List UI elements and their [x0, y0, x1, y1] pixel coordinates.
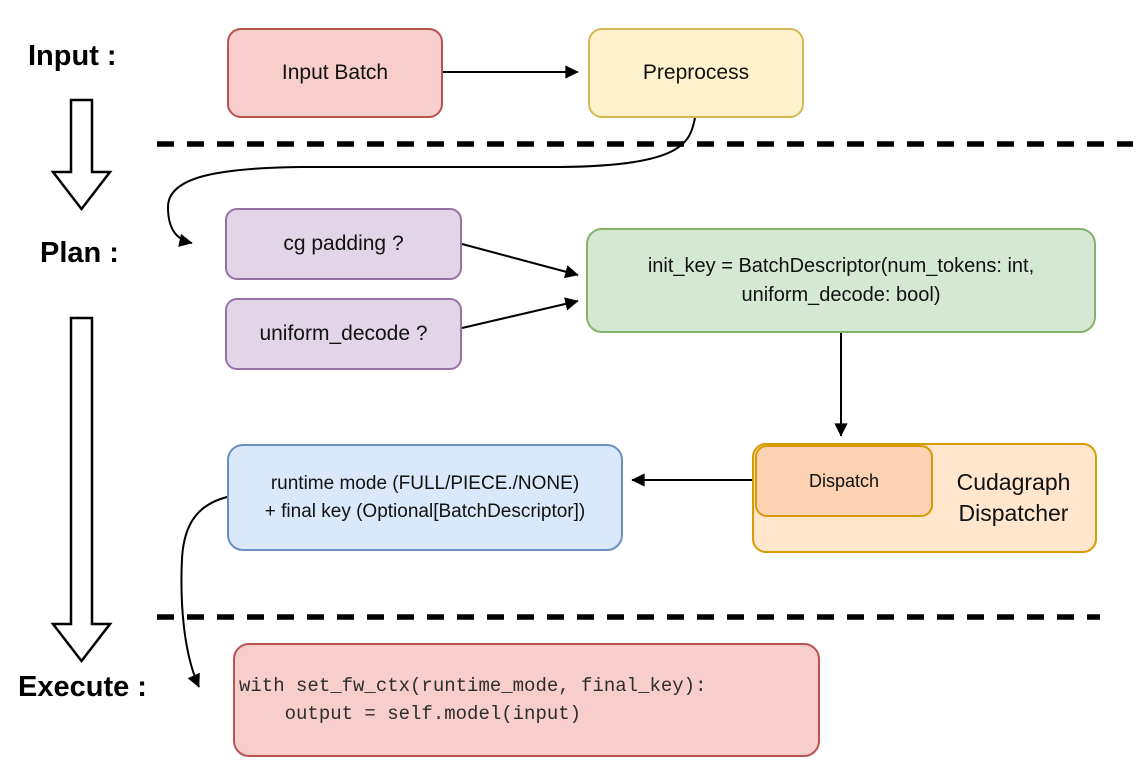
execute-code-line2: output = self.model(input)	[239, 703, 582, 725]
stage-label-input: Input :	[28, 40, 117, 72]
curve-runtimemode-to-execute	[180, 496, 228, 688]
preprocess-node: Preprocess	[588, 28, 804, 118]
cg-padding-node: cg padding ?	[225, 208, 462, 280]
init-key-line1: init_key = BatchDescriptor(num_tokens: i…	[647, 254, 1035, 277]
cudagraph-label-line2: Dispatcher	[958, 500, 1069, 526]
dispatch-label: Dispatch	[808, 470, 880, 491]
dispatch-node: Dispatch	[755, 445, 933, 517]
preprocess-label: Preprocess	[642, 61, 750, 84]
runtime-mode-line1: runtime mode (FULL/PIECE./NONE)	[270, 472, 580, 494]
input-batch-node: Input Batch	[227, 28, 443, 118]
stage-label-plan: Plan :	[40, 237, 119, 269]
execute-code-node: with set_fw_ctx(runtime_mode, final_key)…	[233, 643, 820, 757]
init-key-node: init_key = BatchDescriptor(num_tokens: i…	[586, 228, 1096, 333]
uniform-decode-node: uniform_decode ?	[225, 298, 462, 370]
execute-code-line1: with set_fw_ctx(runtime_mode, final_key)…	[239, 675, 707, 697]
init-key-line2: uniform_decode: bool)	[741, 283, 941, 306]
uniform-decode-label: uniform_decode ?	[259, 322, 428, 345]
stage-label-execute: Execute :	[18, 671, 147, 703]
cudagraph-dispatcher-label: Cudagraph Dispatcher	[930, 443, 1097, 553]
cg-padding-label: cg padding ?	[283, 232, 404, 255]
runtime-mode-line2: + final key (Optional[BatchDescriptor])	[264, 500, 586, 522]
hollow-arrow-plan-to-execute	[50, 316, 113, 664]
arrow-uniformdecode-to-initkey	[461, 297, 579, 329]
input-batch-label: Input Batch	[281, 61, 389, 84]
curve-preprocess-to-cgpadding	[166, 117, 696, 247]
cudagraph-label-line1: Cudagraph	[956, 469, 1071, 495]
arrow-cgpadding-to-initkey	[461, 243, 579, 279]
runtime-mode-node: runtime mode (FULL/PIECE./NONE) + final …	[227, 444, 623, 551]
hollow-arrow-input-to-plan	[50, 98, 113, 212]
